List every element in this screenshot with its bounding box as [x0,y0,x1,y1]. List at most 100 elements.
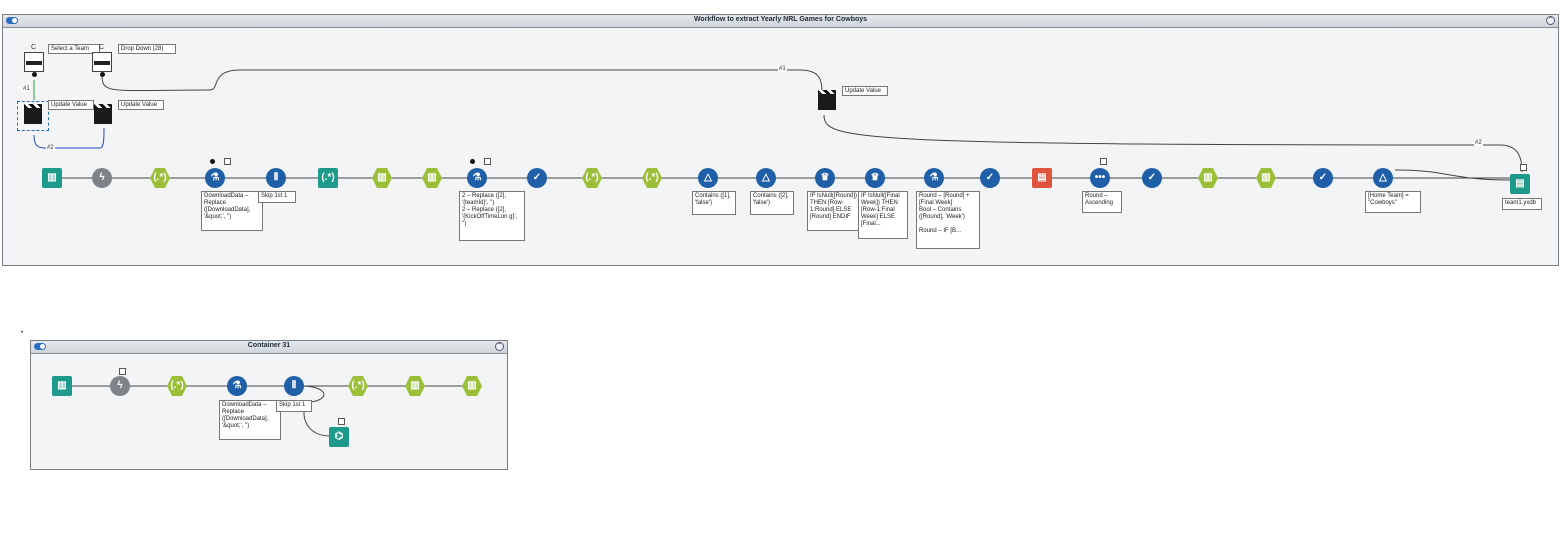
flask-icon: ⚗ [232,380,242,391]
filter-note-2: Contains ([2], 'false') [750,191,794,215]
check-icon: ✓ [532,172,542,183]
select-team-label: Select a Team [48,44,100,54]
collapse-icon[interactable]: ⌃ [1546,16,1555,25]
update-value-label: Update Value [48,100,94,110]
filter-columns-tool-2[interactable]: ▥ [422,168,442,188]
triangle-filter-icon: △ [762,172,770,183]
c2-regex-tool[interactable]: (.*) [167,376,187,396]
regex-tool-2[interactable]: (.*) [318,168,338,188]
replace-note: 2 – Replace ([2], '{teamId}', '') 2 – Re… [459,191,525,241]
lightning-icon: ϟ [99,172,105,183]
dropdown-select-team[interactable]: C [24,44,44,72]
container-header[interactable]: Container 31 ⌃ [31,341,507,354]
update-value-label: Update Value [842,86,888,96]
container-title: Container 31 [247,342,291,349]
formula-tool-2[interactable]: ⚗ [467,168,487,188]
check-icon: ✓ [1318,172,1328,183]
multi-row-note-2: IF IsNull([Final Week]) THEN [Row-1:Fina… [858,191,908,239]
document-icon: ▤ [1515,178,1525,189]
c2-skip-note: Skip 1st 1 [276,400,312,412]
columns-icon: ⫴ [273,172,279,183]
drop-down-label: Drop Down (28) [118,44,176,54]
tool-tag: C [99,44,105,51]
triangle-filter-icon: △ [704,172,712,183]
filter-columns-tool-3[interactable]: ▥ [1198,168,1218,188]
triangle-filter-icon: △ [1379,172,1387,183]
connection-label: #2 [46,145,55,151]
hex-regex-icon: (.*) [170,380,184,391]
multi-row-note-1: IF IsNull([Round]) THEN [Row-1:Round] EL… [807,191,861,231]
tool-tag: C [31,44,37,51]
c2-filter-columns-tool[interactable]: ▥ [405,376,425,396]
connection-label: #1 [778,66,787,72]
formula-note: DownloadData – Replace ([DownloadData], … [201,191,263,231]
c2-formula-note: DownloadData – Replace ([DownloadData], … [219,400,281,440]
select-tool-4[interactable]: ✓ [1313,168,1333,188]
input-data-tool[interactable]: ▥ [42,168,62,188]
dynamic-input-tool[interactable]: ϟ [92,168,112,188]
filter-columns-tool-4[interactable]: ▥ [1256,168,1276,188]
connection-label: #1 [22,86,31,92]
regex-tool[interactable]: (.*) [150,168,170,188]
filter-tool-3[interactable]: △ [1373,168,1393,188]
marker-glyph: • [21,330,24,336]
container-header[interactable]: Workflow to extract Yearly NRL Games for… [3,15,1558,28]
select-tool[interactable]: ✓ [527,168,547,188]
update-value-action-2[interactable] [94,104,112,124]
hex-regex-icon: (.*) [321,172,335,183]
hex-regex-icon: (.*) [153,172,167,183]
formula-tool[interactable]: ⚗ [205,168,225,188]
update-value-label: Update Value [118,100,164,110]
filter-tool-1[interactable]: △ [698,168,718,188]
columns-icon: ▥ [377,172,387,183]
crown-icon: ♛ [820,172,830,183]
filter-tool-2[interactable]: △ [756,168,776,188]
columns-icon: ▥ [427,172,437,183]
c2-filter-columns-tool-2[interactable]: ▥ [462,376,482,396]
hex-regex-icon: (.*) [351,380,365,391]
c2-browse-tool[interactable]: ⌬ [329,427,349,447]
c2-dynamic-input-tool[interactable]: ϟ [110,376,130,396]
sort-note: Round – Ascending [1082,191,1122,213]
home-team-note: [Home Team] = "Cowboys" [1365,191,1421,213]
lightning-icon: ϟ [117,380,123,391]
output-note: team1.yxdb [1502,198,1542,210]
multi-row-tool-2[interactable]: ♛ [865,168,885,188]
hex-regex-icon: (.*) [645,172,659,183]
multi-row-tool-1[interactable]: ♛ [815,168,835,188]
book-icon: ▥ [57,380,67,391]
select-tool-3[interactable]: ✓ [1142,168,1162,188]
select-tool-2[interactable]: ✓ [980,168,1000,188]
dropdown-drop-down-28[interactable]: C [92,44,112,72]
formula-tool-3[interactable]: ⚗ [924,168,944,188]
filter-note-1: Contains ([1], 'false') [692,191,736,215]
crown-icon: ♛ [870,172,880,183]
filter-columns-tool[interactable]: ▥ [372,168,392,188]
report-tool[interactable]: ▤ [1032,168,1052,188]
container-toggle-icon[interactable] [34,343,46,350]
c2-text-to-columns-tool[interactable]: ⫴ [284,376,304,396]
flask-icon: ⚗ [472,172,482,183]
text-to-columns-tool[interactable]: ⫴ [266,168,286,188]
check-icon: ✓ [1147,172,1157,183]
columns-icon: ▥ [1261,172,1271,183]
connection-label: #2 [1474,140,1483,146]
container-toggle-icon[interactable] [6,17,18,24]
output-data-tool[interactable]: ▤ [1510,174,1530,194]
collapse-icon[interactable]: ⌃ [495,342,504,351]
update-value-action-1[interactable] [17,101,49,131]
book-icon: ▥ [47,172,57,183]
sort-tool[interactable]: ••• [1090,168,1110,188]
regex-tool-3[interactable]: (.*) [582,168,602,188]
c2-input-data-tool[interactable]: ▥ [52,376,72,396]
c2-regex-tool-2[interactable]: (.*) [348,376,368,396]
regex-tool-4[interactable]: (.*) [642,168,662,188]
skip-note: Skip 1st 1 [258,191,296,203]
update-value-action-3[interactable] [818,90,836,110]
check-icon: ✓ [985,172,995,183]
columns-icon: ▥ [467,380,477,391]
dots-icon: ••• [1094,172,1106,183]
container-title: Workflow to extract Yearly NRL Games for… [693,16,868,23]
c2-formula-tool[interactable]: ⚗ [227,376,247,396]
